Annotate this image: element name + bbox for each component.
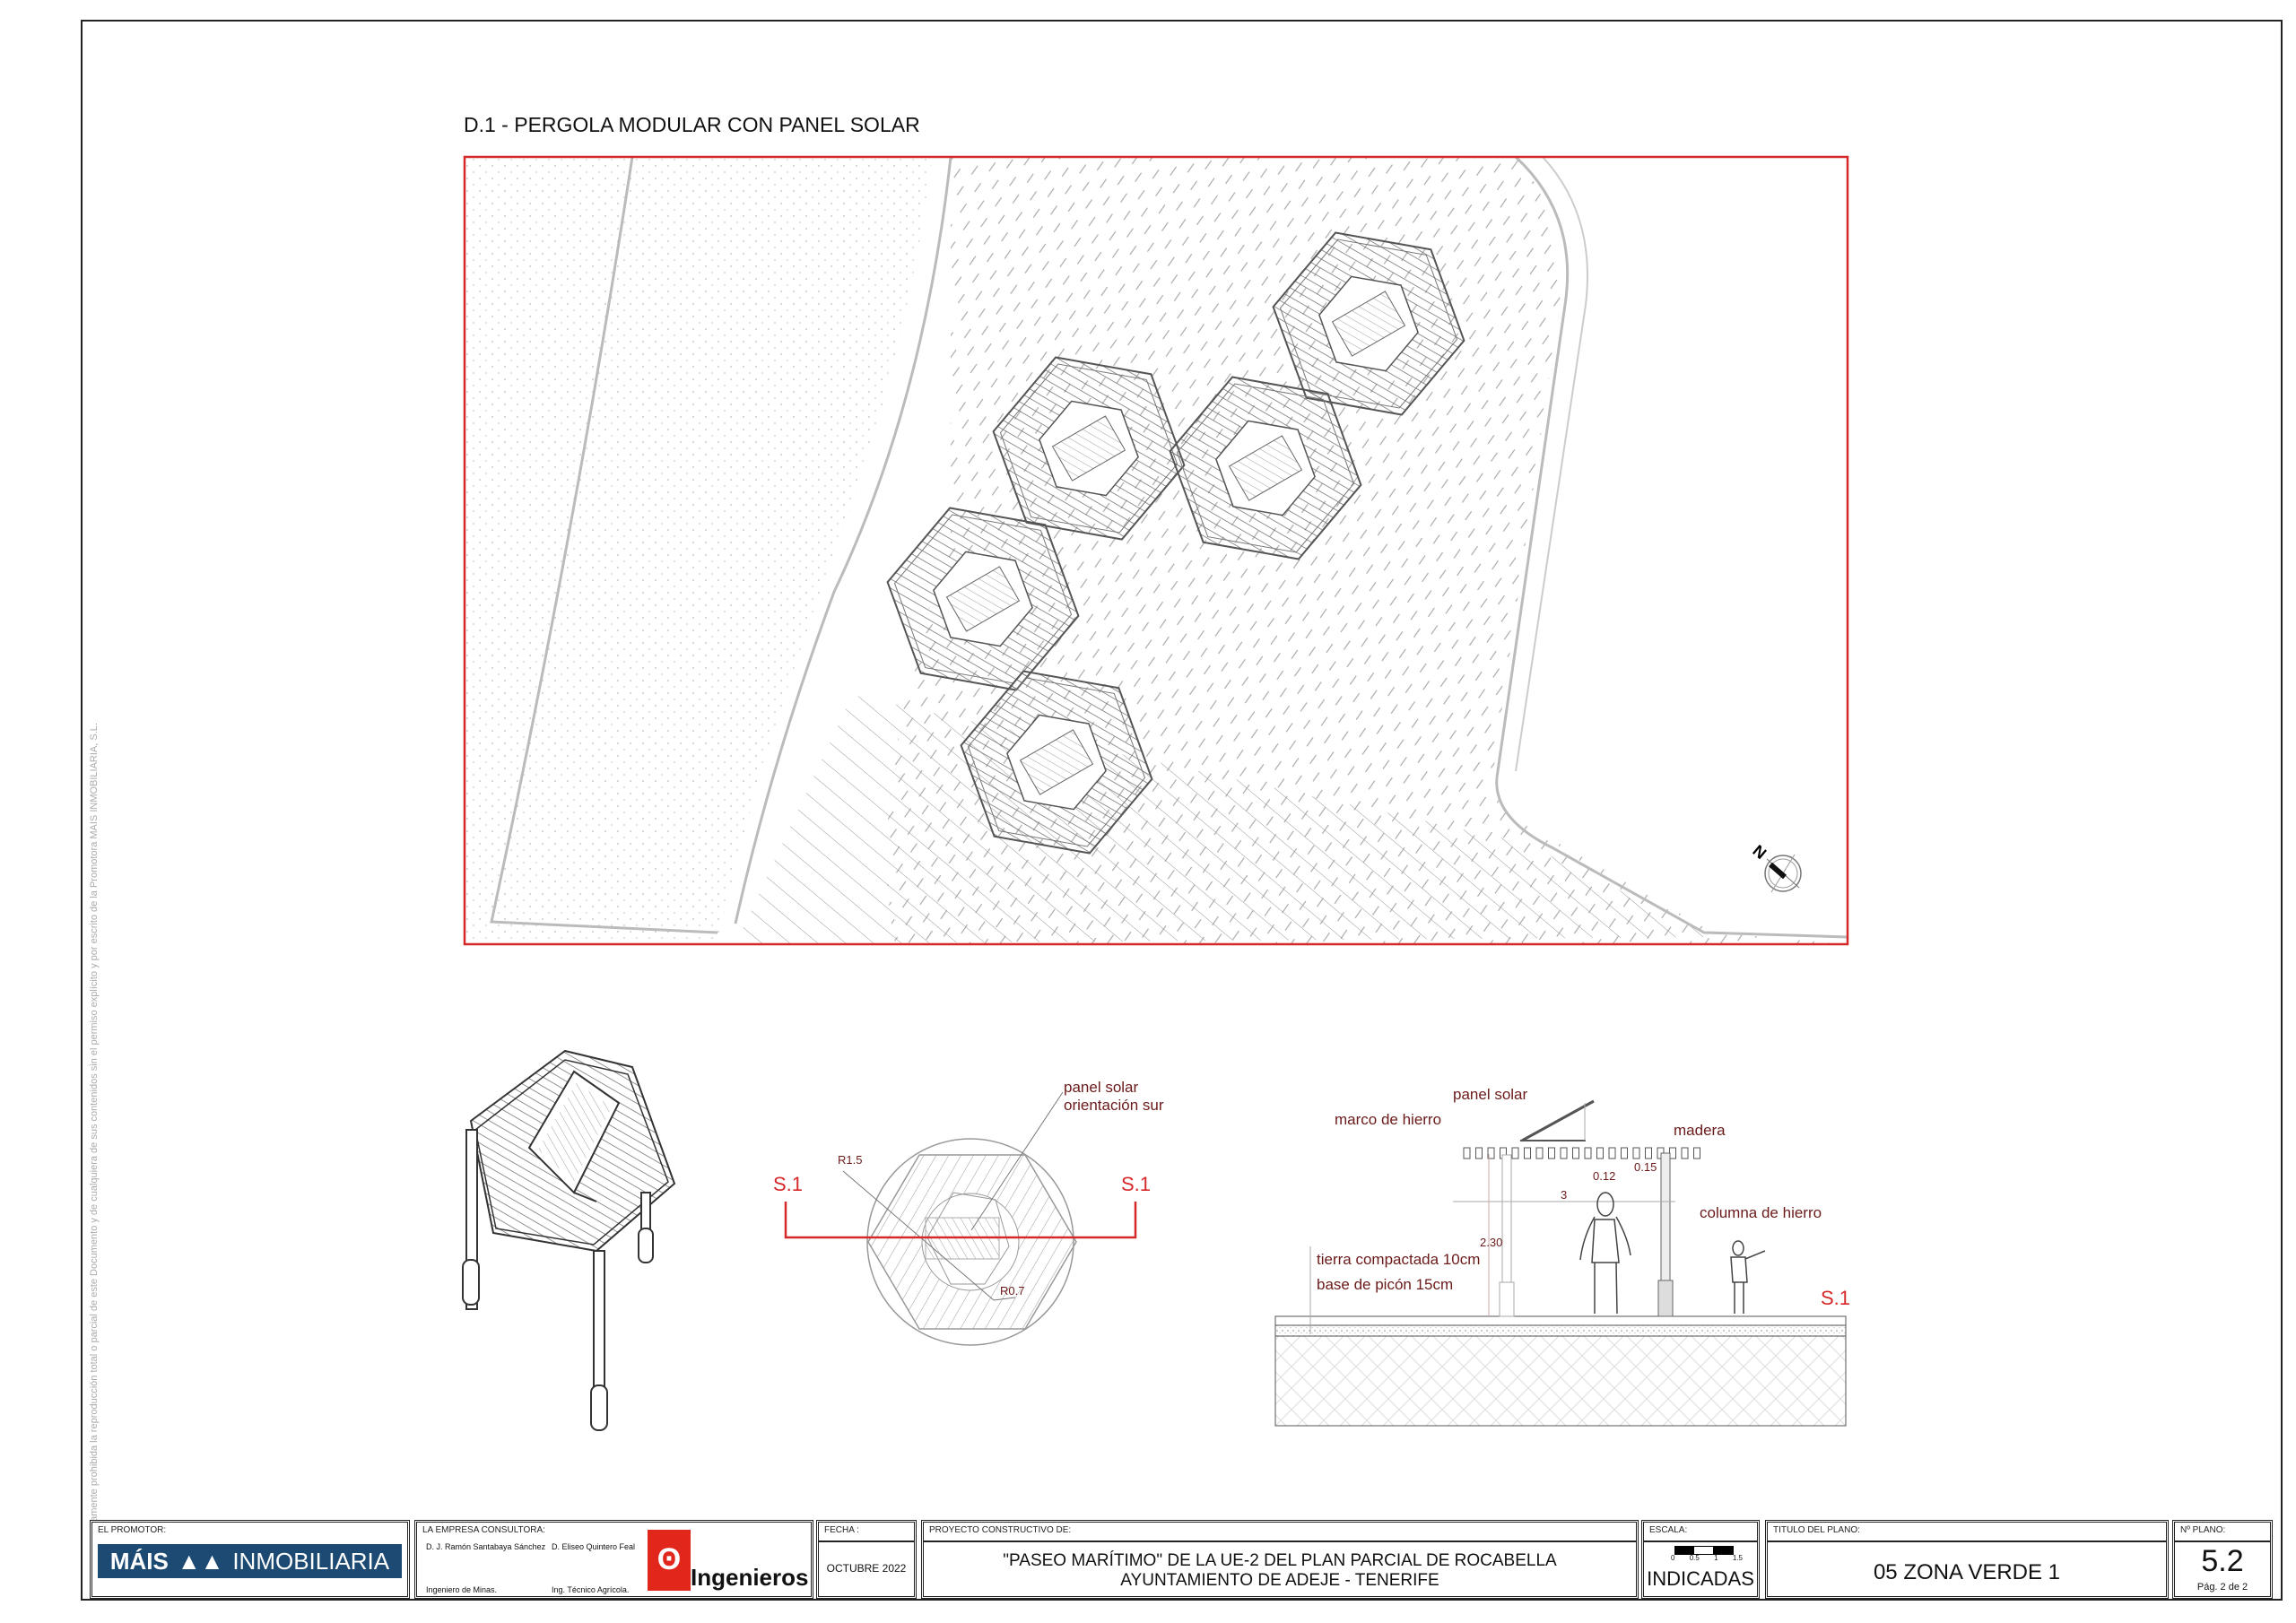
escala-caption: ESCALA: [1649,1525,1688,1535]
plan-frame [463,155,1849,946]
north-label: N [1749,841,1770,863]
drawing-title: D.1 - PERGOLA MODULAR CON PANEL SOLAR [464,113,920,136]
wood-slat [1608,1147,1616,1159]
wood-slat [1632,1147,1640,1159]
wood-slat [1548,1147,1555,1159]
pergola-module [1272,231,1465,416]
person-1: D. J. Ramón Santabaya Sánchez [426,1542,546,1551]
consultora-caption: LA EMPRESA CONSULTORA: [422,1525,545,1535]
wood-slat [1572,1147,1579,1159]
titulo-value: 05 ZONA VERDE 1 [1873,1560,2061,1584]
wood-slat [1560,1147,1568,1159]
label-madera: madera [1674,1122,1726,1139]
wood-slat [1535,1147,1544,1159]
scale-tick: 0 [1671,1554,1675,1562]
radius-inner-label: R0.7 [1000,1284,1024,1298]
promotor-logo: MÁIS▲▲INMOBILIARIA [98,1544,402,1578]
isometric-pergola [462,1049,676,1431]
fecha-value: OCTUBRE 2022 [826,1562,907,1575]
dim-015: 0.15 [1634,1160,1657,1174]
wood-slat [1693,1147,1700,1159]
dim-230: 2.30 [1480,1236,1502,1249]
site-plan [465,157,1848,944]
label-marco: marco de hierro [1335,1111,1441,1128]
person-2: D. Eliseo Quintero Feal [552,1542,636,1551]
wood-slat [1596,1147,1604,1159]
role-1: Ingeniero de Minas. [426,1585,498,1594]
wood-slat [1511,1147,1519,1159]
promotor-caption: EL PROMOTOR: [98,1525,167,1535]
pergola-module [1169,376,1362,560]
drawing-canvas: N panel solar orientación sur R1.5 R0.7 … [462,155,1850,1431]
dim-012: 0.12 [1593,1169,1615,1183]
escala-box: ESCALA: 0 0.5 1 1.5 INDICADAS [1641,1520,1760,1599]
wood-slat [1475,1147,1483,1159]
wood-slat [1681,1147,1689,1159]
section-mark-left: S.1 [773,1173,803,1195]
wood-slat [1645,1147,1652,1159]
pergola-plan-detail: panel solar orientación sur R1.5 R0.7 S.… [773,1079,1164,1346]
wood-slat [1584,1147,1592,1159]
pergola-module [992,356,1186,541]
pergola-module [886,507,1080,691]
proyecto-line-1: "PASEO MARÍTIMO" DE LA UE-2 DEL PLAN PAR… [1003,1551,1557,1570]
scale-tick: 1.5 [1732,1554,1743,1562]
wood-slat [1463,1147,1471,1159]
wood-slat [1669,1147,1676,1159]
section-mark: S.1 [1821,1287,1850,1309]
label-columna: columna de hierro [1700,1204,1822,1221]
wood-slat [1621,1147,1628,1159]
plano-number: 5.2 [2201,1544,2244,1578]
scale-tick: 1 [1714,1554,1718,1562]
scale-bar [1674,1546,1734,1555]
section-s1: panel solar marco de hierro madera 0.12 … [1274,1086,1850,1427]
radius-outer-label: R1.5 [838,1153,862,1167]
human-figures [1579,1192,1766,1315]
plano-box: Nº PLANO: 5.2 Pág. 2 de 2 [2172,1520,2273,1599]
consultora-box: LA EMPRESA CONSULTORA: D. J. Ramón Santa… [414,1520,813,1599]
consultora-logo-icon: ʘ [648,1530,691,1591]
page-number: Pág. 2 de 2 [2196,1582,2248,1593]
proyecto-line-2: AYUNTAMIENTO DE ADEJE - TENERIFE [1120,1571,1439,1590]
role-2: Ing. Técnico Agrícola. [552,1585,630,1594]
section-mark-right: S.1 [1121,1173,1151,1195]
north-arrow: N [1749,841,1802,893]
dim-3: 3 [1561,1188,1567,1202]
titulo-box: TITULO DEL PLANO: 05 ZONA VERDE 1 [1765,1520,2169,1599]
proyecto-box: PROYECTO CONSTRUCTIVO DE: "PASEO MARÍTIM… [921,1520,1639,1599]
promotor-box: EL PROMOTOR: MÁIS▲▲INMOBILIARIA [90,1520,410,1599]
label-tierra: tierra compactada 10cm [1317,1251,1480,1268]
proyecto-caption: PROYECTO CONSTRUCTIVO DE: [929,1525,1072,1535]
fecha-box: FECHA : OCTUBRE 2022 [816,1520,917,1599]
scale-tick: 0.5 [1689,1554,1700,1562]
wood-slat [1524,1147,1531,1159]
pergola-modules [886,231,1465,855]
consultora-logo-text: Ingenieros [691,1564,809,1591]
titulo-caption: TITULO DEL PLANO: [1773,1525,1860,1535]
panel-label-2: orientación sur [1064,1097,1164,1114]
sheet-border [81,20,2283,1601]
label-base: base de picón 15cm [1317,1276,1453,1293]
fecha-caption: FECHA : [824,1525,859,1535]
pergola-module [960,670,1153,855]
wood-slat [1487,1147,1495,1159]
escala-value: INDICADAS [1647,1567,1754,1590]
plano-caption: Nº PLANO: [2180,1525,2226,1535]
panel-label-1: panel solar [1064,1079,1139,1096]
label-panel-solar: panel solar [1453,1086,1528,1103]
